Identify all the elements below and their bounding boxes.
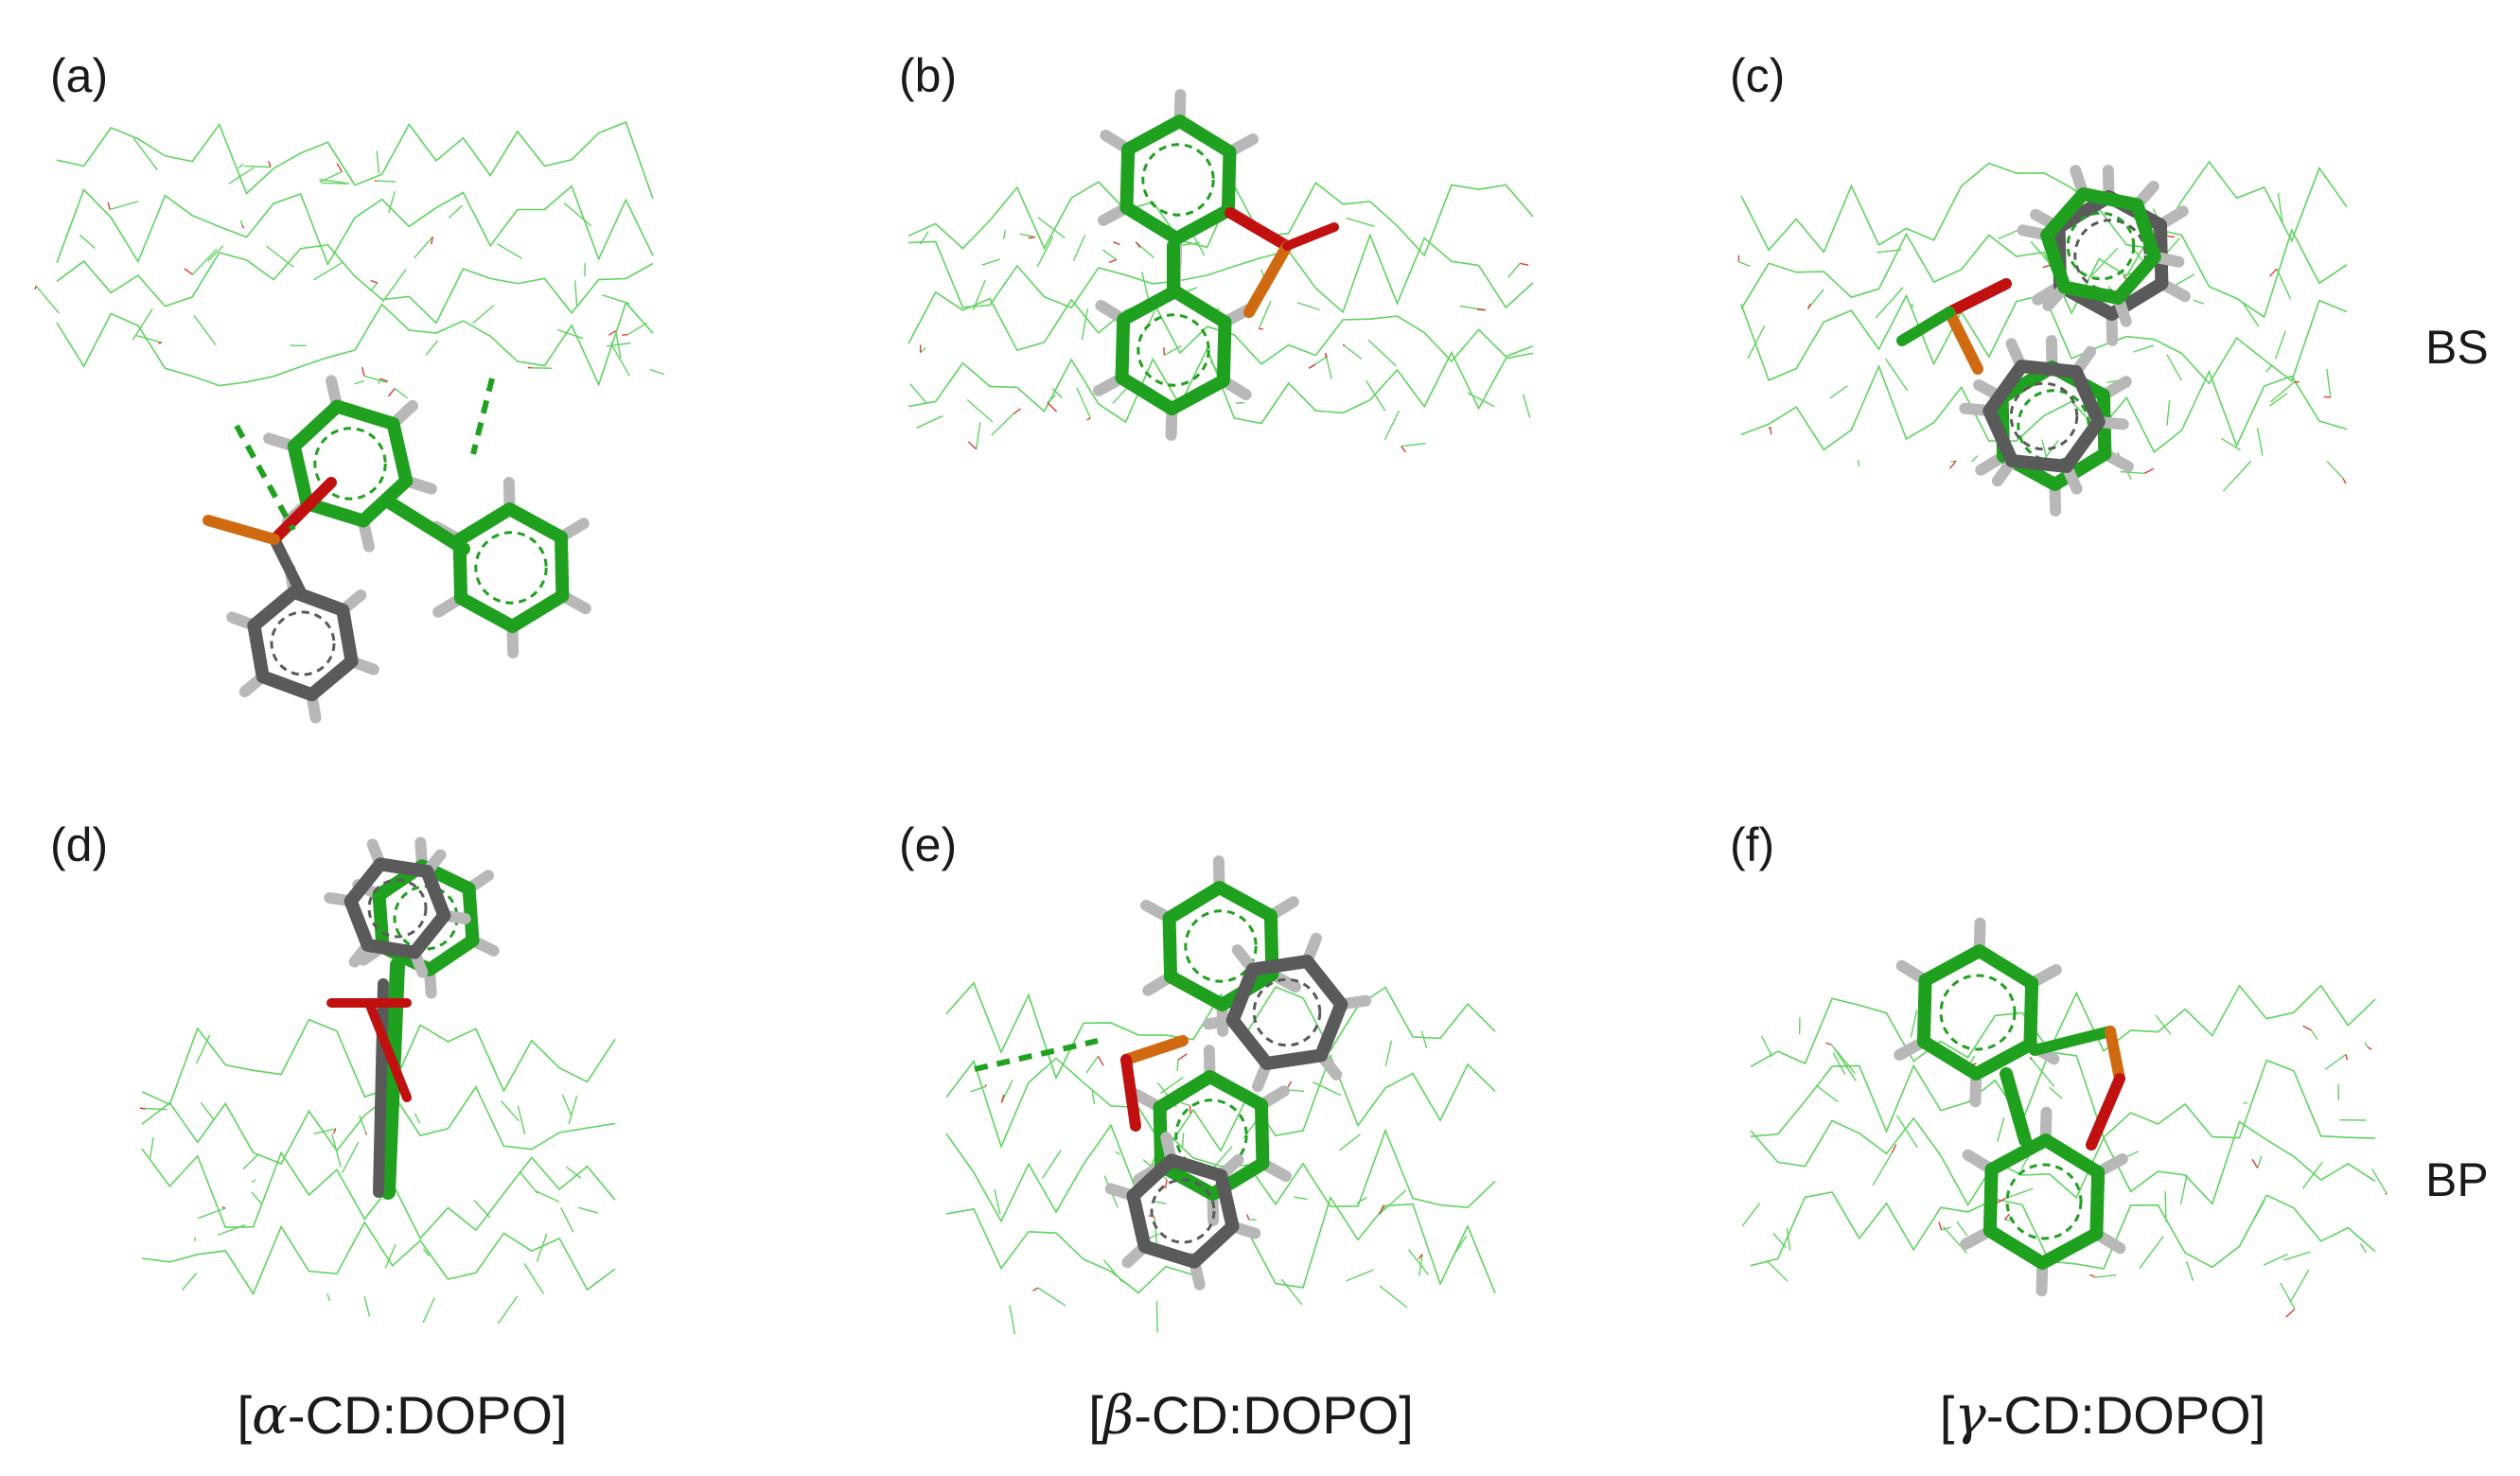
dopo-ring-green (1960, 1106, 2128, 1297)
bond (2000, 1067, 2032, 1147)
bond (1896, 307, 1955, 346)
panel-f-molecule (1741, 917, 2404, 1353)
phosphorus-bond (203, 515, 280, 545)
phosphorus-bond (2105, 1026, 2125, 1084)
dopo-ring-green (1097, 89, 1260, 271)
oxygen-bond (2086, 1073, 2125, 1151)
cyclodextrin-wireframe (34, 121, 665, 399)
oxygen-bond (1944, 278, 2012, 318)
gamma-cd-bp-structure (1741, 917, 2388, 1318)
oxygen-bond (269, 477, 337, 545)
panel-label-b: (b) (899, 49, 958, 102)
panel-label-f: (f) (1730, 818, 1775, 871)
dopo-ring-green (1140, 855, 1301, 1037)
panel-e-molecule (937, 852, 1505, 1362)
gamma-cd-bs-structure (1737, 160, 2348, 517)
column-label-alpha-cd-dopo: [α-CD:DOPO] (237, 1385, 568, 1447)
hydrogen-bond (234, 424, 296, 532)
row-label-bs: BS (2425, 321, 2489, 374)
phosphorus-bond (1243, 240, 1293, 318)
panel-label-a: (a) (50, 49, 109, 102)
panel-d-molecule (123, 814, 653, 1362)
dopo-ring-green (2017, 165, 2185, 327)
row-label-bp: BP (2425, 1153, 2489, 1206)
hydrogen-bond (974, 1038, 1099, 1072)
cyclodextrin-wireframe (1741, 984, 2388, 1318)
beta-cd-bp-structure (945, 855, 1496, 1335)
panel-label-e: (e) (899, 818, 958, 871)
dopo-ring-green (431, 477, 591, 659)
column-label-beta-cd-dopo: [β-CD:DOPO] (1088, 1385, 1414, 1447)
dopo-ring-grey (1104, 1132, 1261, 1291)
alpha-cd-bp-structure (139, 836, 616, 1325)
dopo-ring-green (1894, 917, 2062, 1108)
oxygen-bond (1282, 222, 1339, 251)
cyclodextrin-wireframe (139, 1018, 616, 1325)
oxygen-bond (1225, 207, 1293, 252)
dopo-ring-grey (324, 838, 471, 978)
bond (373, 978, 389, 1198)
cyclodextrin-wireframe (1737, 160, 2348, 492)
hydrogen-bond (470, 378, 495, 455)
column-label-gamma-cd-dopo: [γ-CD:DOPO] (1939, 1385, 2266, 1447)
alpha-cd-bs-structure (34, 121, 665, 724)
panel-a-molecule (34, 121, 700, 804)
panel-b-molecule (890, 57, 1590, 530)
oxygen-bond (364, 998, 412, 1102)
oxygen-bond (1120, 1054, 1141, 1132)
beta-cd-bs-structure (908, 89, 1534, 453)
panel-label-d: (d) (50, 818, 109, 871)
dopo-ring-grey (226, 563, 379, 724)
panel-label-c: (c) (1730, 49, 1786, 102)
dopo-ring-grey (1959, 338, 2129, 495)
panel-c-molecule (1722, 142, 2385, 568)
bond (381, 495, 470, 555)
phosphorus-bond (1120, 1035, 1189, 1065)
bond (2029, 1026, 2116, 1056)
phosphorus-bond (1944, 307, 1983, 375)
dopo-ring-grey (1202, 932, 1372, 1093)
bond (269, 534, 308, 602)
